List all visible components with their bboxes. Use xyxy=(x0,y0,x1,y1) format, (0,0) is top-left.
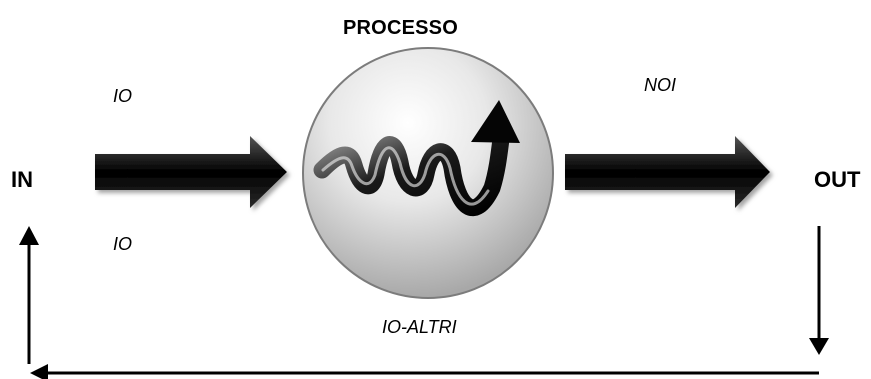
feedback-label: IO-ALTRI xyxy=(382,317,457,337)
spiral-up-arrow-icon xyxy=(313,100,520,217)
input-arrow xyxy=(95,136,287,208)
output-label: OUT xyxy=(814,167,861,192)
diagram-title: PROCESSO xyxy=(343,17,458,39)
lower-input-label: IO xyxy=(113,234,133,254)
feedback-loop xyxy=(19,226,829,379)
upper-input-label: IO xyxy=(113,86,133,106)
output-arrow xyxy=(565,136,770,208)
input-label: IN xyxy=(11,167,33,192)
output-actor-label: NOI xyxy=(644,75,677,95)
